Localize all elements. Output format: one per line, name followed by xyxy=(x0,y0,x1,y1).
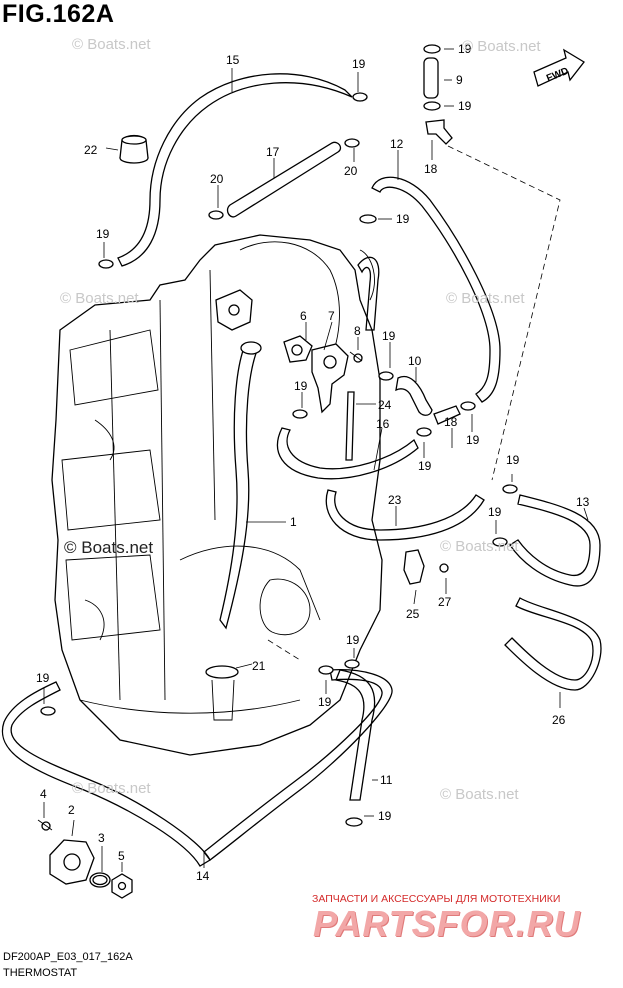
shop-tagline: ЗАПЧАСТИ И АКСЕССУАРЫ ДЛЯ МОТОТЕХНИКИ xyxy=(312,893,561,905)
callout-4: 4 xyxy=(40,787,47,801)
callout-20: 20 xyxy=(344,164,358,178)
hose-17 xyxy=(226,141,342,218)
callout-25: 25 xyxy=(406,607,420,621)
hose-part-10 xyxy=(395,375,433,416)
hose-26 xyxy=(504,597,602,691)
hose-16 xyxy=(277,427,419,480)
callout-3: 3 xyxy=(98,831,105,845)
leader-lines xyxy=(43,48,589,872)
hose-14-upper xyxy=(203,669,393,861)
callout-19: 19 xyxy=(458,99,472,113)
watermark: © Boats.net xyxy=(60,290,139,307)
thermostat-part-6 xyxy=(283,335,313,363)
callout-5: 5 xyxy=(118,849,125,863)
watermark-dark: © Boats.net xyxy=(64,538,154,557)
bracket-hose-top xyxy=(357,256,380,331)
callout-7: 7 xyxy=(328,309,335,323)
bolt-part-4 xyxy=(37,819,53,831)
plug-part-5 xyxy=(111,873,133,899)
callout-2: 2 xyxy=(68,803,75,817)
hose-15 xyxy=(117,73,353,267)
callout-19: 19 xyxy=(458,42,472,56)
hose-23 xyxy=(325,489,485,541)
watermark: © Boats.net xyxy=(72,36,151,53)
shop-logo: PARTSFOR.RU xyxy=(313,903,581,944)
watermark: © Boats.net xyxy=(462,38,541,55)
callout-27: 27 xyxy=(438,595,452,609)
clamp-part-19 xyxy=(40,44,518,827)
tee-fitting-part-18 xyxy=(433,405,461,425)
callout-17: 17 xyxy=(266,145,280,159)
callout-19: 19 xyxy=(506,453,520,467)
callout-18: 18 xyxy=(424,162,438,176)
hose-13 xyxy=(509,494,601,587)
figure-title: FIG.162A xyxy=(2,0,115,28)
bolt-part-8 xyxy=(349,351,363,363)
callout-1: 1 xyxy=(290,515,297,529)
callout-19: 19 xyxy=(378,809,392,823)
callout-19: 19 xyxy=(318,695,332,709)
engine-block xyxy=(51,234,383,756)
callout-10: 10 xyxy=(408,354,422,368)
callout-18: 18 xyxy=(444,415,458,429)
grommet-part-22 xyxy=(119,134,149,164)
callout-16: 16 xyxy=(376,417,390,431)
diagram-code: DF200AP_E03_017_162A xyxy=(3,951,133,963)
watermark: © Boats.net xyxy=(446,290,525,307)
callout-19: 19 xyxy=(36,671,50,685)
callout-19: 19 xyxy=(96,227,110,241)
diagram-name: THERMOSTAT xyxy=(3,967,78,979)
callout-24: 24 xyxy=(378,398,392,412)
callout-labels: 15 19 19 9 19 12 18 22 17 20 20 19 19 6 … xyxy=(36,42,590,883)
callout-19: 19 xyxy=(488,505,502,519)
callout-19: 19 xyxy=(346,633,360,647)
watermark: © Boats.net xyxy=(72,780,151,797)
hose-11 xyxy=(335,669,376,801)
callout-15: 15 xyxy=(226,53,240,67)
callout-20: 20 xyxy=(210,172,224,186)
hose-1-end xyxy=(240,341,262,355)
callout-6: 6 xyxy=(300,309,307,323)
callout-19: 19 xyxy=(396,212,410,226)
callout-19: 19 xyxy=(418,459,432,473)
callout-21: 21 xyxy=(252,659,266,673)
rod-part-24 xyxy=(345,391,355,461)
hose-1 xyxy=(219,344,259,630)
bolt-part-27 xyxy=(439,563,449,573)
callout-12: 12 xyxy=(390,137,404,151)
clamp-part-21 xyxy=(205,665,239,679)
hose-part-9 xyxy=(423,57,439,99)
hose-14 xyxy=(1,681,211,867)
callout-13: 13 xyxy=(576,495,590,509)
callout-26: 26 xyxy=(552,713,566,727)
callout-22: 22 xyxy=(84,143,98,157)
watermark: © Boats.net xyxy=(440,538,519,555)
thermostat-cover-part-7 xyxy=(311,343,349,414)
reference-line-fwd xyxy=(447,145,561,481)
callout-19: 19 xyxy=(382,329,396,343)
callout-11: 11 xyxy=(380,773,393,787)
hose-12 xyxy=(371,176,501,403)
reference-line-21 xyxy=(267,639,301,661)
bracket-part-25 xyxy=(403,549,425,585)
callout-19: 19 xyxy=(294,379,308,393)
callout-8: 8 xyxy=(354,324,361,338)
callout-19: 19 xyxy=(466,433,480,447)
cover-part-2 xyxy=(49,839,95,885)
watermark: © Boats.net xyxy=(440,786,519,803)
tee-fitting-part-18-top xyxy=(425,119,453,145)
callout-14: 14 xyxy=(196,869,210,883)
callout-19: 19 xyxy=(352,57,366,71)
callout-23: 23 xyxy=(388,493,402,507)
callout-9: 9 xyxy=(456,73,463,87)
fwd-arrow-icon: FWD xyxy=(533,48,585,87)
